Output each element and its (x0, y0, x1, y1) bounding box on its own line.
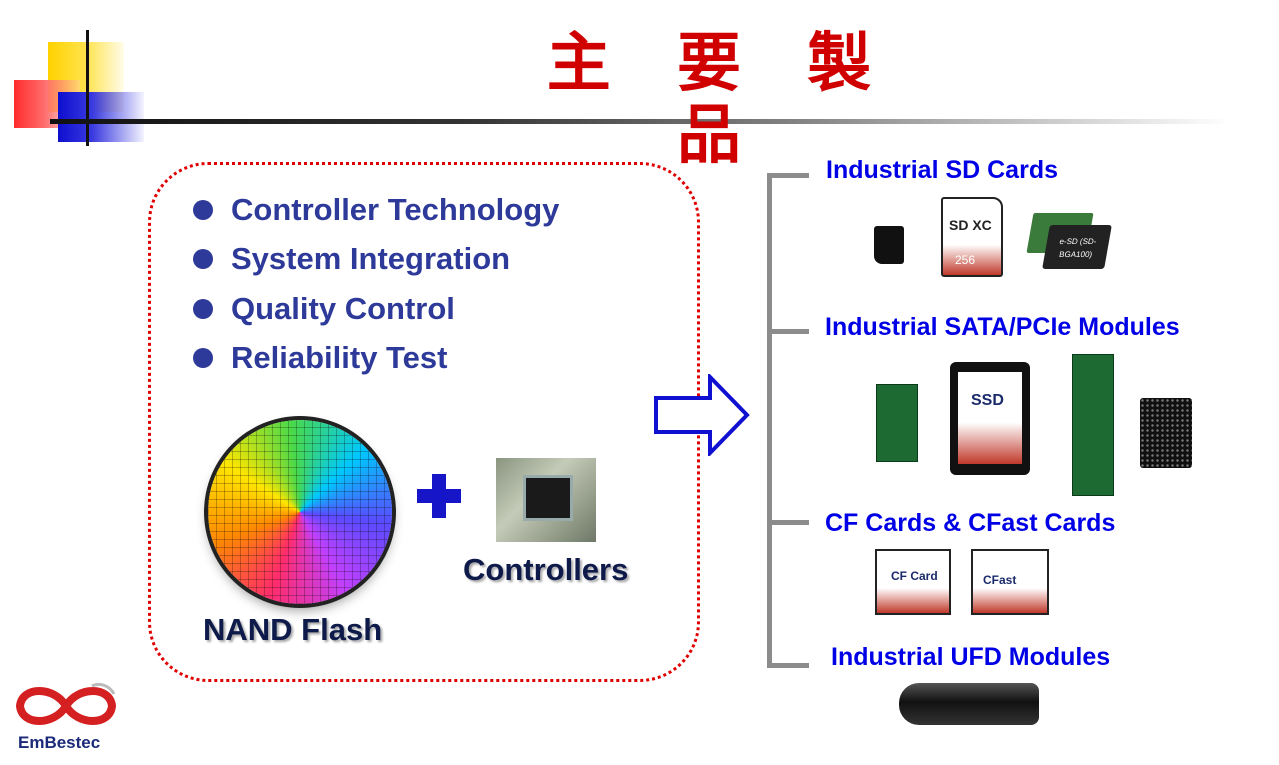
bullet-icon (193, 200, 213, 220)
ufd-module-image (899, 683, 1039, 725)
embestec-logo-icon (15, 682, 117, 725)
capability-item: Reliability Test (193, 338, 448, 378)
product-bracket (767, 173, 772, 668)
controllers-label: Controllers (463, 552, 629, 587)
company-logo-text: EmBestec (18, 733, 101, 752)
bga-ssd-chip-image (1140, 398, 1192, 468)
category-sata-pcie: Industrial SATA/PCIe Modules (825, 313, 1180, 341)
capability-label: Controller Technology (231, 192, 560, 227)
bracket-tick (767, 329, 809, 334)
esd-chip-image: e-SD (SD-BGA100) (1042, 225, 1112, 269)
capability-label: Quality Control (231, 291, 455, 326)
sd-card-logo-text: SD XC (949, 217, 992, 233)
esd-chip-label: e-SD (SD-BGA100) (1058, 237, 1098, 259)
title-underline (50, 119, 1230, 124)
category-sd-cards: Industrial SD Cards (826, 156, 1058, 184)
deco-square-blue (58, 92, 144, 142)
m2-module-short-image (876, 384, 918, 462)
slide-title: 主 要 製 品 (546, 27, 894, 173)
capability-label: Reliability Test (231, 340, 448, 375)
nand-flash-label: NAND Flash (203, 612, 383, 647)
ssd-label-area (958, 372, 1022, 464)
sd-card-capacity: 256 (955, 253, 976, 267)
capability-item: Controller Technology (193, 190, 559, 230)
plus-icon-bar (417, 489, 461, 503)
category-ufd: Industrial UFD Modules (831, 643, 1111, 671)
bullet-icon (193, 299, 213, 319)
ssd-label-text: SSD (971, 392, 1004, 409)
capability-item: Quality Control (193, 289, 455, 329)
bracket-tick (767, 173, 809, 178)
capability-label: System Integration (231, 241, 511, 276)
m2-module-long-image (1072, 354, 1114, 496)
deco-vertical-line (86, 30, 89, 146)
cf-card-label: CF Card (891, 569, 938, 583)
controller-chip-body (526, 478, 570, 518)
right-arrow-icon (654, 374, 750, 456)
category-cf-cfast: CF Cards & CFast Cards (825, 509, 1116, 537)
sd-card-image: SD XC 256 (941, 197, 1003, 277)
capability-item: System Integration (193, 239, 510, 279)
bullet-icon (193, 348, 213, 368)
bracket-tick (767, 520, 809, 525)
ssd-drive-image: SSD (950, 362, 1030, 475)
cfast-card-image: CFast (971, 549, 1049, 615)
bullet-icon (193, 249, 213, 269)
microsd-card-image (874, 226, 904, 264)
nand-wafer-image (208, 420, 392, 604)
cf-card-image: CF Card (875, 549, 951, 615)
bracket-tick (767, 663, 809, 668)
cfast-card-label: CFast (983, 573, 1017, 587)
